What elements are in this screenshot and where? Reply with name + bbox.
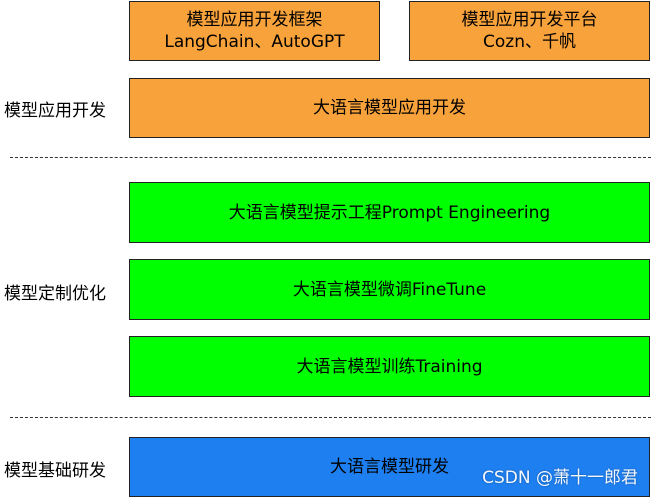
optimize-label: 模型定制优化 [4,284,106,304]
divider-top [10,157,651,158]
app-dev-box: 大语言模型应用开发 [129,78,650,138]
framework-examples: LangChain、AutoGPT [164,32,345,52]
app-dev-label: 模型应用开发 [4,101,106,121]
finetune-box: 大语言模型微调FineTune [129,259,650,320]
platform-title: 模型应用开发平台 [461,10,598,30]
framework-box: 模型应用开发框架 LangChain、AutoGPT [129,1,380,61]
platform-examples: Cozn、千帆 [483,32,576,52]
watermark-text: CSDN @萧十一郎君 [482,468,638,488]
base-rd-box: 大语言模型研发 [129,437,650,497]
base-label: 模型基础研发 [4,461,106,481]
prompt-engineering-box: 大语言模型提示工程Prompt Engineering [129,182,650,243]
training-box: 大语言模型训练Training [129,336,650,397]
platform-box: 模型应用开发平台 Cozn、千帆 [409,1,650,61]
framework-title: 模型应用开发框架 [186,10,323,30]
divider-bottom [10,417,651,418]
